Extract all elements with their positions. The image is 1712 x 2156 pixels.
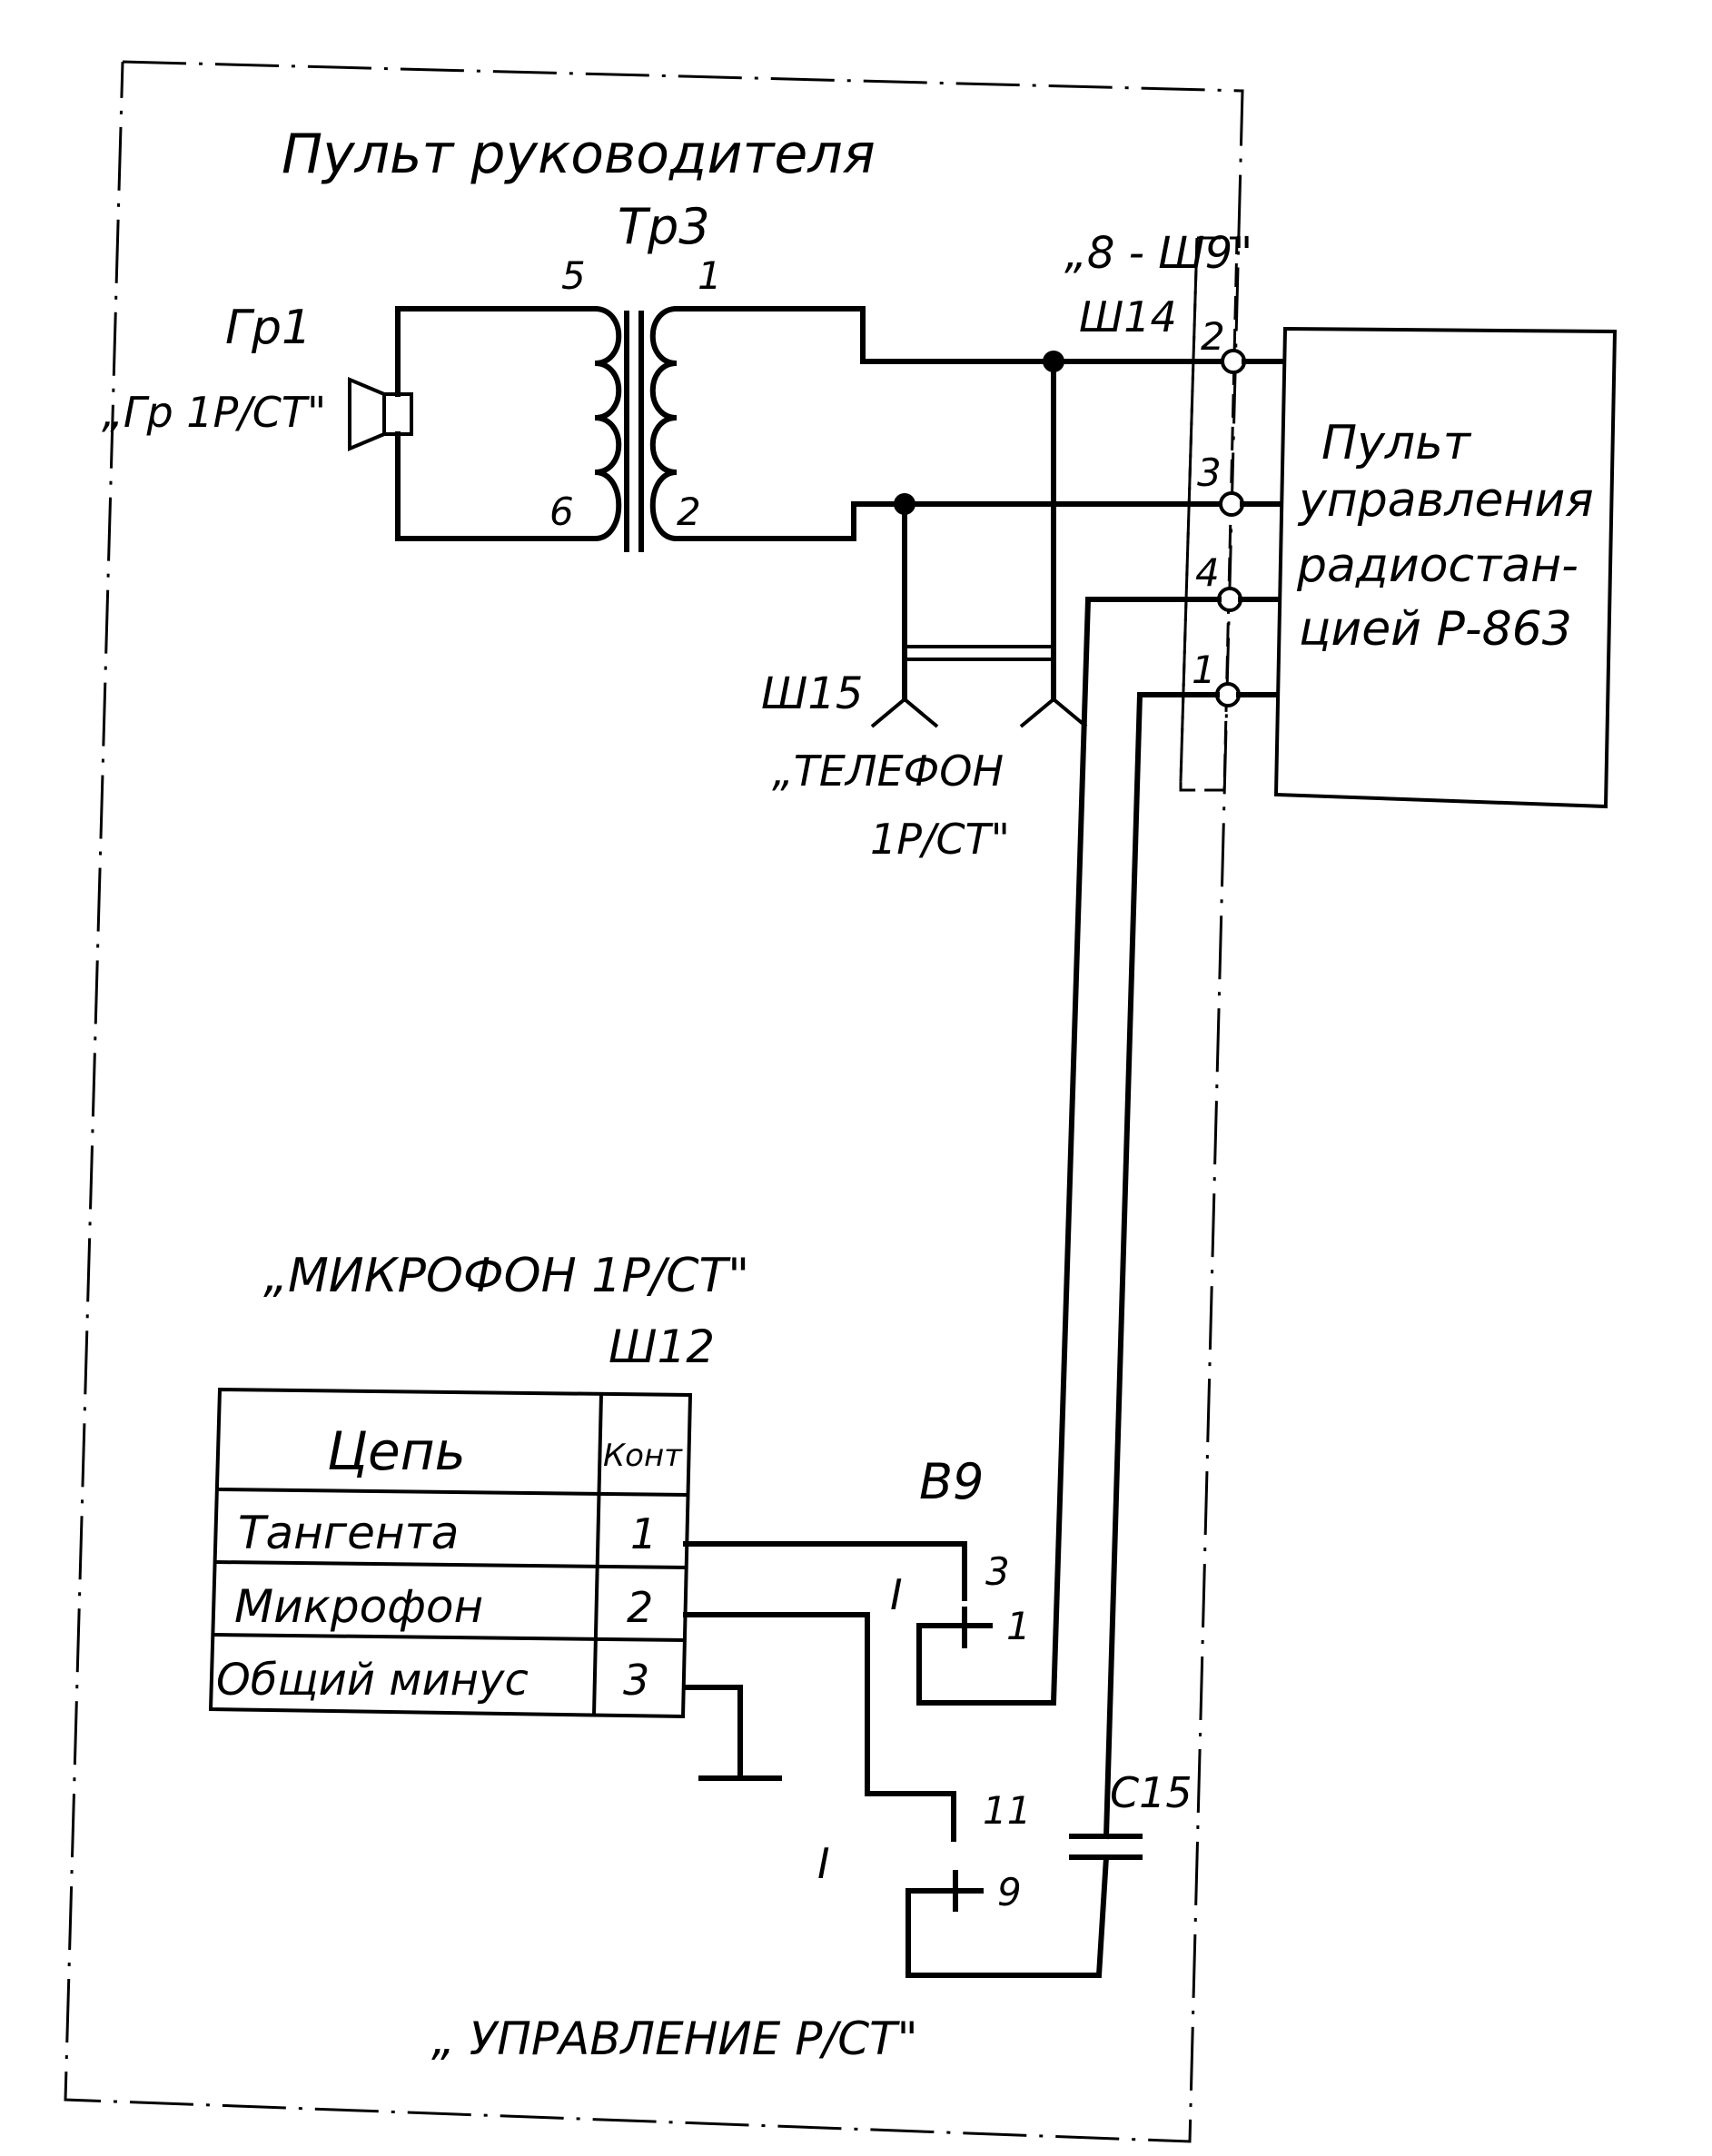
table-header-contact: Конт [603, 1438, 683, 1474]
pin-2-terminal [1221, 349, 1246, 374]
capacitor-c15 [1069, 1834, 1143, 1860]
switch-ref-label: В9 [919, 1453, 984, 1510]
bottom-caption: „ УПРАВЛЕНИЕ Р/СТ" [431, 2013, 918, 2065]
remote-line4: цией Р-863 [1299, 602, 1572, 657]
pin-1-label: 1 [1192, 648, 1216, 692]
speaker-ref-label: Гр1 [225, 301, 312, 355]
pin-3-terminal [1219, 491, 1244, 517]
phone-ref-label: Ш15 [761, 668, 863, 719]
speaker-wire [395, 306, 598, 397]
remote-control-unit [1273, 326, 1618, 809]
connector-housing [1179, 236, 1239, 792]
wire-to-pin-3 [674, 501, 1236, 541]
table-row-circuit: Общий минус [216, 1655, 529, 1706]
pin-1-terminal [1215, 682, 1241, 707]
switch-b9-section-2 [683, 1612, 984, 1912]
plug-ref-label: Ш14 [1079, 292, 1177, 341]
speaker-symbol [348, 376, 413, 452]
pin-4-terminal [1217, 587, 1242, 612]
table-row-contact: 1 [630, 1509, 657, 1558]
wire-pin-4-to-switch [916, 597, 1222, 1706]
mic-connector-table [208, 1387, 693, 1719]
winding-2-label: 2 [677, 490, 701, 534]
phone-name-line2: 1Р/СТ" [870, 815, 1010, 864]
ground-symbol [683, 1685, 782, 1781]
switch2-position: I [817, 1839, 830, 1888]
phone-name-line1: „ТЕЛЕФОН [772, 747, 1004, 796]
pin-3-label: 3 [1197, 450, 1222, 495]
pin-2-label: 2 [1201, 314, 1225, 359]
switch2-contact-9: 9 [997, 1870, 1022, 1914]
remote-line1: Пульт [1321, 416, 1472, 470]
capacitor-label: С15 [1110, 1768, 1192, 1817]
mic-name-label: „МИКРОФОН 1Р/СТ" [263, 1249, 749, 1303]
mic-ref-label: Ш12 [609, 1320, 715, 1373]
table-header-circuit: Цепь [327, 1420, 466, 1482]
speaker-name-label: „Гр 1Р/СТ" [102, 388, 326, 437]
switch2-contact-11: 11 [983, 1788, 1031, 1833]
transformer-symbol [591, 305, 680, 552]
switch1-position: I [890, 1570, 903, 1619]
winding-6-label: 6 [549, 490, 574, 534]
remote-line2: управления [1297, 473, 1594, 528]
wire-pin-1-to-capacitor [1103, 692, 1220, 1840]
remote-line3: радиостан- [1296, 539, 1578, 593]
panel-title: Пульт руководителя [282, 123, 876, 186]
connector-ref-label: „8 - Ш9" [1064, 228, 1252, 279]
table-row-circuit: Микрофон [234, 1580, 483, 1633]
table-row-contact: 2 [627, 1583, 653, 1632]
pin-4-label: 4 [1195, 550, 1220, 595]
table-row-circuit: Тангента [238, 1507, 459, 1559]
speaker-wire-return [395, 431, 598, 541]
table-row-contact: 3 [623, 1656, 649, 1705]
winding-1-label: 1 [698, 253, 722, 298]
winding-5-label: 5 [561, 253, 586, 298]
switch-b9-section-1 [683, 1541, 993, 1648]
switch1-contact-1: 1 [1006, 1604, 1031, 1648]
switch1-contact-3: 3 [985, 1549, 1010, 1594]
telephone-jack [870, 359, 1088, 728]
wire-capacitor-to-switch [905, 1854, 1110, 1978]
transformer-label: Тр3 [618, 198, 710, 255]
panel-frame [64, 60, 1244, 2143]
